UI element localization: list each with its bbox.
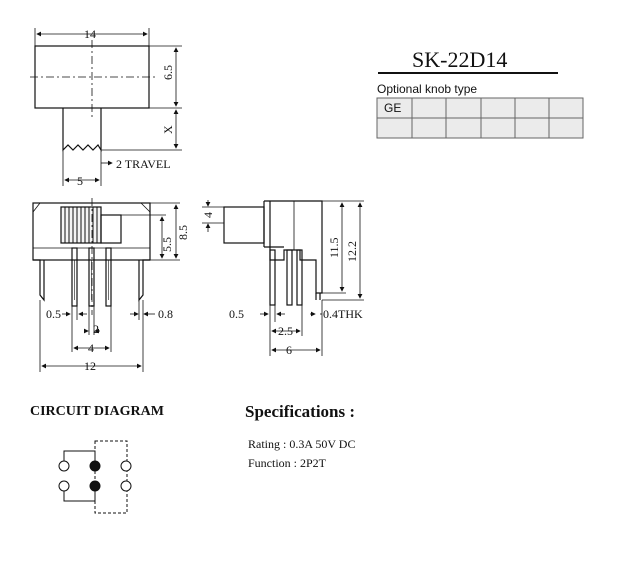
terminal-center-bottom xyxy=(89,480,101,492)
top-view-width-label: 14 xyxy=(84,27,96,41)
spec-function: Function : 2P2T xyxy=(248,456,327,470)
terminal-right-bottom xyxy=(120,480,132,492)
side-view xyxy=(202,200,364,356)
top-view-knob-width-label: 5 xyxy=(77,174,83,188)
side-view-knob xyxy=(223,206,265,244)
top-view-height-label: 6.5 xyxy=(161,65,175,80)
slider-position-box xyxy=(94,440,128,514)
front-view-pin-width-label: 0.5 xyxy=(46,307,61,321)
knob-table-caption: Optional knob type xyxy=(377,82,477,96)
side-view-knob-height-label: 4 xyxy=(201,212,215,218)
top-view-x-label: X xyxy=(161,125,175,134)
terminal-left-top xyxy=(58,460,70,472)
side-view-pin-width-label: 0.5 xyxy=(229,307,244,321)
front-view-height-total-label: 8.5 xyxy=(176,225,190,240)
terminal-center-top xyxy=(89,460,101,472)
knob-table-cell-ge: GE xyxy=(384,101,401,115)
terminal-right-top xyxy=(120,460,132,472)
front-view-pin-pitch-label: 2 xyxy=(93,322,99,336)
front-view-outer-spacing-label: 4 xyxy=(88,341,94,355)
common-wire xyxy=(63,450,96,466)
knob-table xyxy=(376,97,584,139)
top-view xyxy=(30,28,182,186)
top-view-knob xyxy=(62,108,102,153)
side-view-height-a-label: 11.5 xyxy=(327,237,341,258)
front-view-tab-width-label: 0.8 xyxy=(158,307,173,321)
front-view-overall-width-label: 12 xyxy=(84,359,96,373)
front-view-body-height-label: 5.5 xyxy=(160,237,174,252)
side-view-width-label: 6 xyxy=(286,343,292,357)
side-view-pin-offset-label: 2.5 xyxy=(278,324,293,338)
side-view-height-b-label: 12.2 xyxy=(345,241,359,262)
front-view xyxy=(32,198,180,372)
side-view-tab-thickness-label: 0.4THK xyxy=(323,307,363,321)
spec-rating: Rating : 0.3A 50V DC xyxy=(248,437,355,451)
part-number: SK-22D14 xyxy=(412,47,507,72)
circuit-diagram xyxy=(58,440,132,514)
specifications-title: Specifications : xyxy=(245,402,355,421)
circuit-diagram-title: CIRCUIT DIAGRAM xyxy=(30,404,164,419)
side-view-body xyxy=(264,200,323,294)
top-view-travel-label: 2 TRAVEL xyxy=(116,157,171,171)
terminal-left-bottom xyxy=(58,480,70,492)
